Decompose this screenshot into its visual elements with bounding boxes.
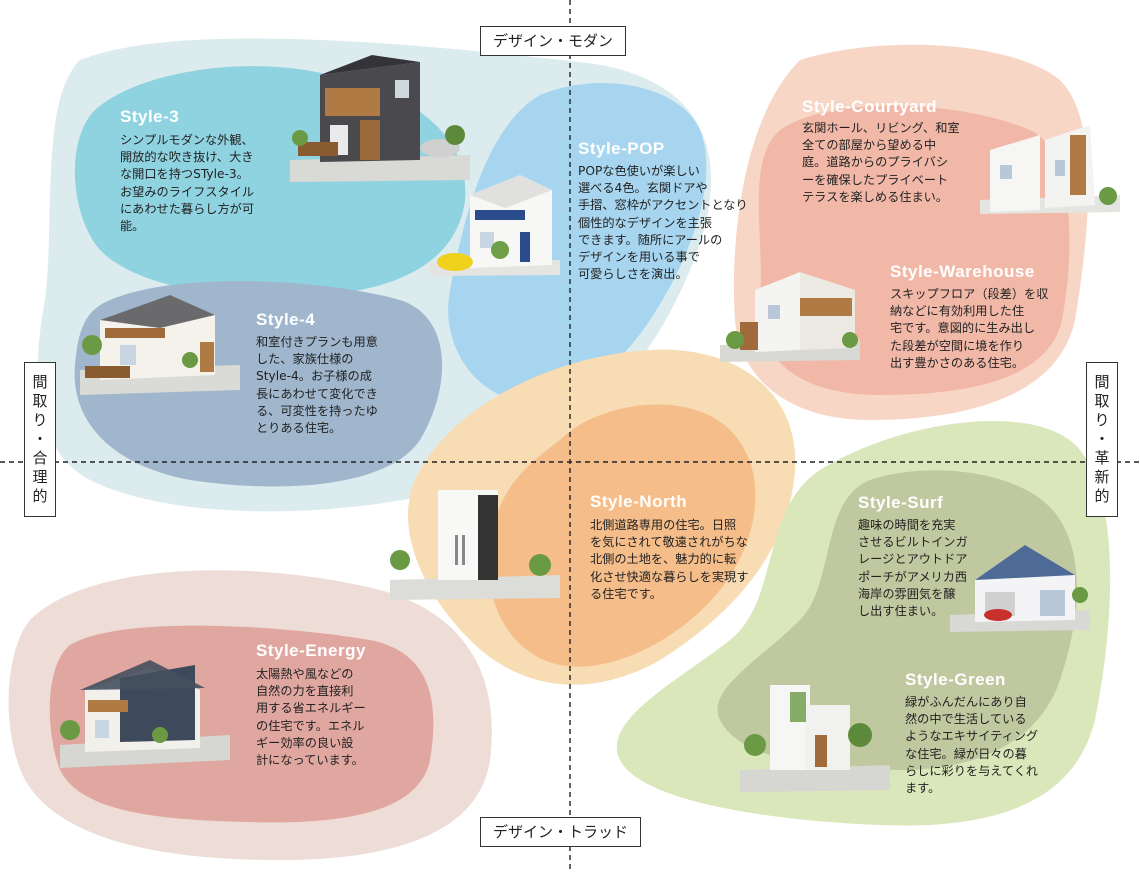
style-surf-title: Style-Surf (858, 493, 944, 512)
style-green-description: 緑がふんだんにあり自 然の中で生活している ようなエキサイティング な住宅。緑が… (905, 695, 1039, 796)
style-4-title: Style-4 (256, 310, 316, 329)
style-warehouse-description: スキップフロア（段差）を収 納などに有効利用した住 宅です。意図的に生み出し た… (890, 287, 1049, 370)
style-surf-description: 趣味の時間を充実 させるビルトインガ レージとアウトドア ポーチがアメリカ西 海… (858, 518, 968, 619)
modern-two-story-house-with-deck-icon (290, 55, 470, 182)
family-house-with-deck-icon (80, 295, 240, 395)
style-pop-description: POPな色使いが楽しい 選べる4色。玄関ドアや 手摺、窓枠がアクセントとなり 個… (578, 164, 748, 282)
style-courtyard-title: Style-Courtyard (802, 97, 938, 116)
style-3-title: Style-3 (120, 107, 180, 126)
blob-pop (448, 82, 707, 402)
axis-label-right: 間取り・革新的 (1086, 362, 1118, 517)
style-pop-title: Style-POP (578, 139, 665, 158)
north-road-house-icon (390, 490, 560, 600)
axis-label-bottom: デザイン・トラッド (480, 817, 642, 847)
energy-saving-house-icon (60, 660, 230, 768)
axis-label-top: デザイン・モダン (480, 26, 627, 56)
white-box-house-with-car-icon (430, 175, 560, 276)
style-green-title: Style-Green (905, 670, 1006, 689)
style-energy-title: Style-Energy (256, 641, 366, 660)
green-house-with-plants-icon (740, 685, 890, 792)
style-warehouse-title: Style-Warehouse (890, 262, 1035, 281)
style-north-title: Style-North (590, 492, 688, 511)
style-courtyard-description: 玄関ホール、リビング、和室 全ての部屋から望める中 庭。道路からのプライバシ ー… (802, 121, 960, 204)
style-3-description: シンプルモダンな外観、 開放的な吹き抜け、大き な開口を持つSTyle-3。 お… (120, 133, 255, 234)
style-north-description: 北側道路専用の住宅。日照 を気にされて敬遠されがちな 北側の土地を、魅力的に転 … (590, 518, 749, 601)
axis-label-left: 間取り・合理的 (24, 362, 56, 517)
blob-north-inner (488, 404, 756, 667)
style-4-description: 和室付きプランも用意 した、家族仕様の Style-4。お子様の成 長にあわせて… (256, 335, 378, 436)
surf-house-with-garage-icon (950, 545, 1090, 632)
style-energy-description: 太陽熱や風などの 自然の力を直接利 用する省エネルギー の住宅です。エネル ギー… (256, 667, 366, 768)
warehouse-house-icon (720, 272, 860, 362)
courtyard-house-icon (980, 125, 1120, 214)
